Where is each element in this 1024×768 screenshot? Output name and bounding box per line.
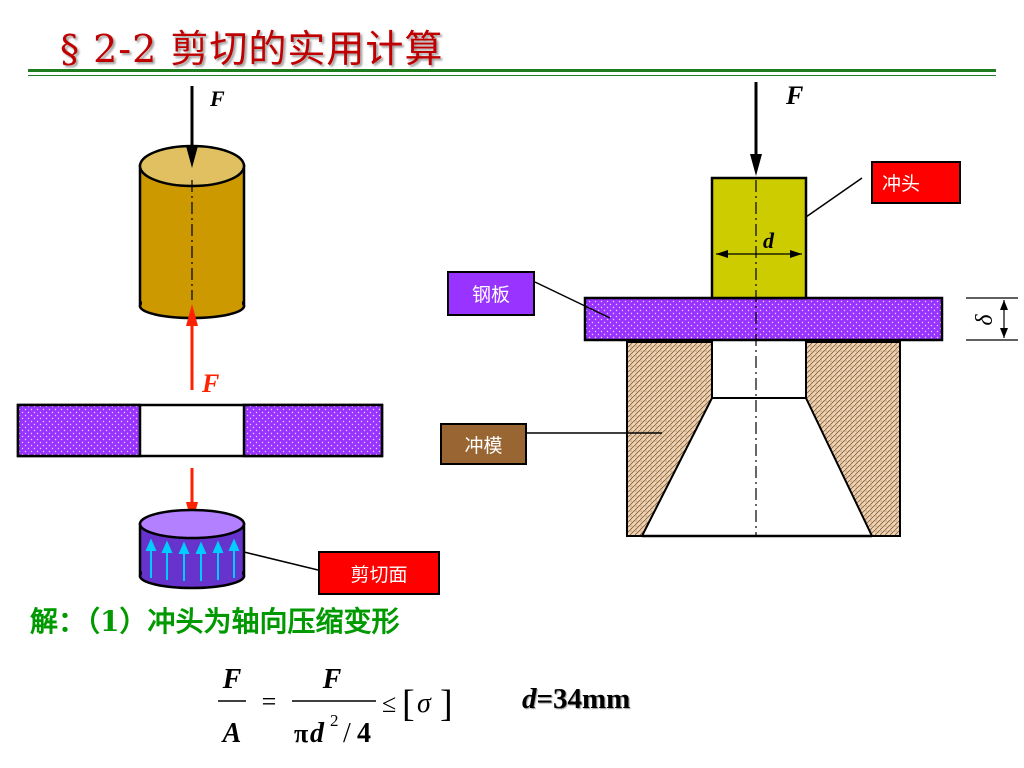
steel-plate	[583, 296, 944, 342]
slide-title: § 2-2 剪切的实用计算	[60, 27, 444, 71]
left-figure: F F	[16, 86, 384, 590]
formula-bracket-close: ]	[440, 683, 453, 725]
diameter-value-text: =34mm	[536, 683, 631, 715]
formula-num-left: F	[222, 664, 242, 695]
formula-leq: ≤	[382, 689, 396, 718]
diameter-value: d=34mm	[522, 683, 630, 716]
sheared-slug	[138, 508, 246, 590]
diameter-dimension	[716, 250, 802, 258]
die-label: 冲模	[440, 423, 527, 465]
punch-label: 冲头	[871, 161, 961, 204]
diameter-label: d	[763, 228, 775, 253]
cylinder-punch	[138, 144, 246, 320]
thickness-label: δ	[972, 314, 998, 326]
punch-leader	[805, 177, 863, 218]
formula-num-right: F	[322, 664, 342, 695]
force-label-reaction: F	[201, 369, 219, 398]
force-arrow-top	[186, 86, 198, 168]
thickness-dimension	[966, 297, 1018, 341]
reaction-arrow-up	[186, 304, 198, 390]
shear-stress-arrows	[145, 538, 240, 581]
formula-bracket-open: [	[402, 683, 415, 725]
title-rule	[28, 69, 996, 72]
force-label-right: F	[785, 81, 803, 110]
formula-den-left: A	[221, 718, 242, 749]
force-label-top: F	[209, 86, 225, 111]
formula-exponent: 2	[330, 711, 339, 730]
formula-pi: π	[294, 719, 308, 748]
formula-sigma: σ	[417, 688, 432, 719]
punch	[710, 176, 808, 300]
shear-plane-leader	[243, 551, 319, 571]
title-rule-thin	[28, 75, 996, 76]
force-arrow-right	[750, 82, 762, 176]
diameter-value-variable: d	[522, 683, 537, 715]
solution-heading: 解：（1）冲头为轴向压缩变形	[30, 605, 400, 638]
formula-equals: =	[262, 687, 277, 716]
formula-d: d	[310, 718, 325, 749]
formula-slash: /	[343, 718, 351, 749]
formula-four: 4	[357, 718, 371, 749]
right-figure: F d δ	[527, 81, 1018, 538]
shear-plane-label: 剪切面	[318, 551, 440, 595]
steel-plate-label: 钢板	[447, 271, 535, 316]
shear-formula: F A = F π d 2 / 4 ≤ [ σ ]	[218, 664, 453, 749]
plate-with-hole	[16, 403, 384, 458]
plate-leader	[534, 281, 611, 319]
die-body	[626, 341, 901, 538]
